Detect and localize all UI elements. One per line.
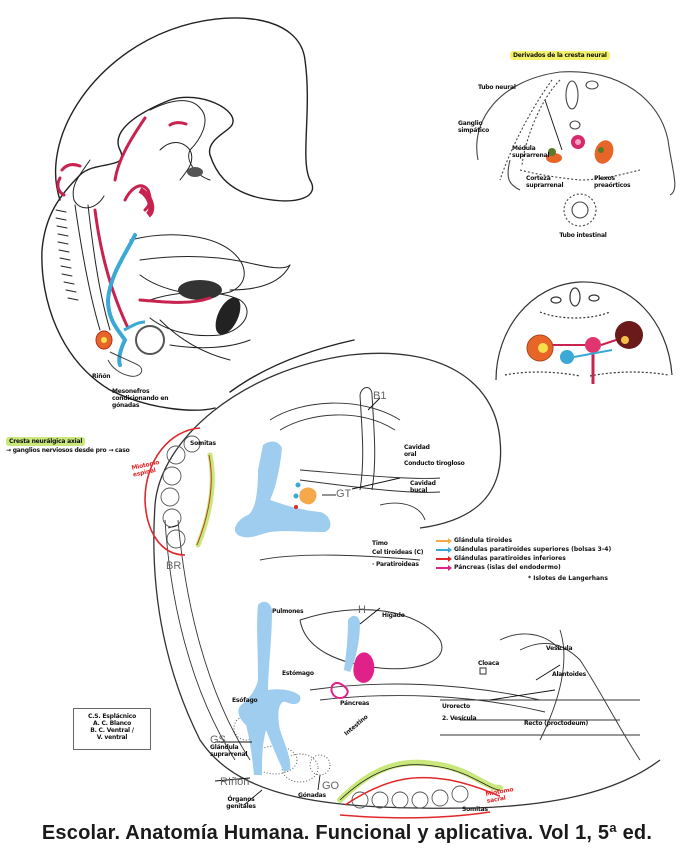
- duct-blue: [344, 615, 360, 672]
- note-cresta-axial: Cresta neurálgica axial: [6, 437, 86, 446]
- cross-section-top: [476, 71, 676, 227]
- key-line: B. C. Ventral /: [90, 727, 134, 734]
- label-esofago: Esófago: [232, 697, 258, 704]
- kidney-dark: [615, 321, 643, 349]
- label-mesonefros: Mesonefros condicionando en gónadas: [112, 388, 169, 409]
- legend-note: * Islotes de Langerhans: [528, 575, 608, 582]
- title-cresta-neural: Derivados de la cresta neural: [510, 51, 610, 60]
- label-pulmones: Pulmones: [272, 608, 304, 615]
- pancreas-pink: [353, 652, 375, 683]
- neural-cord-line: [196, 454, 212, 546]
- pancreas-ventral: [330, 681, 349, 700]
- pharynx-blue: [234, 441, 331, 538]
- leader-lines: [167, 99, 563, 806]
- legend-item-parathyroid-sup: Glándulas paratiroides superiores (bolsa…: [436, 545, 611, 554]
- letter-b1: B1: [373, 390, 387, 402]
- arrow-icon: [436, 555, 452, 562]
- myotome-outline-left: [144, 427, 201, 556]
- label-glandula-suprarrenal: Glándula suprarrenal: [210, 744, 248, 758]
- label-urorecto: Urorecto: [442, 703, 470, 710]
- label-plexos-preaorticos: Plexos preaórticos: [594, 175, 631, 189]
- label-corteza-suprarrenal: Corteza suprarrenal: [526, 175, 564, 189]
- dark-organ: [178, 280, 222, 300]
- cardinal-vein: [105, 233, 137, 367]
- label-pancreas: Páncreas: [340, 700, 370, 707]
- note-cresta-axial-sub: → ganglios nerviosos desde pro → caso: [6, 447, 130, 454]
- legend-item-pancreas: Páncreas (islas del endodermo): [436, 563, 611, 572]
- adrenal-cortex: [546, 153, 562, 163]
- arrow-icon: [436, 546, 452, 553]
- label-cloaca: Cloaca: [478, 660, 500, 667]
- embryo-outline-bottom: [153, 352, 661, 809]
- somites-bottom: [351, 785, 469, 809]
- neural-crest-green-bottom: [337, 759, 503, 803]
- key-line: C.S. Esplácnico: [87, 713, 136, 720]
- label-gonadas: Gónadas: [298, 792, 326, 799]
- label-organos-genitales: Órganos genitales: [226, 796, 256, 810]
- embryo-outline-top: [41, 17, 314, 411]
- label-tubo-intestinal: Tubo intestinal: [559, 232, 607, 239]
- label-recto: Recto (proctodeum): [524, 720, 589, 727]
- label-somitas: Somitas: [190, 440, 216, 447]
- label-timo: Timo: [372, 540, 388, 547]
- parathyroid-superior: [295, 482, 301, 488]
- key-box: C.S. Esplácnico A. C. Blanco B. C. Ventr…: [73, 708, 151, 750]
- dark-organ: [215, 297, 241, 335]
- letter-gt: GT: [336, 488, 352, 500]
- gonad-coil: [135, 325, 165, 355]
- arteries-top: [56, 116, 212, 330]
- label-somitas-bottom: Somitas: [462, 806, 488, 813]
- vein-branch: [123, 320, 146, 332]
- kidney-right: [594, 140, 614, 164]
- label-cavidad-oral: Cavidad oral: [404, 444, 430, 458]
- letter-ri: RIñón: [220, 776, 250, 788]
- label-cavidad-bucal: Cavidad bucal: [410, 480, 436, 494]
- somites-left: [160, 435, 201, 549]
- adrenal-medulla: [548, 148, 556, 156]
- aorta-mid: [585, 337, 601, 353]
- vein-mid: [560, 350, 574, 364]
- label-2-vesicula: 2. Vesícula: [442, 715, 477, 722]
- legend-item-parathyroid-inf: Glándulas paratiroides inferiores: [436, 554, 611, 563]
- legend-item-thyroid: Glándula tiroides: [436, 536, 611, 545]
- label-paratiroideas: · Paratiroideas: [372, 561, 419, 568]
- arrow-icon: [436, 564, 452, 571]
- letter-br: BR: [166, 560, 182, 572]
- myotome-outline-bottom: [339, 776, 501, 819]
- label-rinon: Riñón: [92, 373, 111, 380]
- label-alantoides: Alantoides: [552, 671, 587, 678]
- label-vesicula: Vesícula: [546, 645, 573, 652]
- key-line: V. ventral: [96, 734, 128, 741]
- kidney-core: [101, 337, 107, 343]
- letter-h: H: [358, 604, 366, 616]
- dark-organ: [187, 167, 203, 177]
- letter-gs: GS: [210, 734, 226, 746]
- label-conducto-tirogloso: Conducto tirogloso: [404, 460, 465, 467]
- label-tubo-neural: Tubo neural: [478, 84, 516, 91]
- cloaca-box: [479, 667, 487, 675]
- label-ganglio-simpatico: Ganglio simpático: [458, 120, 490, 134]
- label-cel-tiroideas: Cel tiroideas (C): [372, 549, 424, 556]
- parathyroid-superior: [293, 493, 299, 499]
- letter-go: GO: [322, 780, 340, 792]
- parathyroid-inferior: [294, 505, 298, 509]
- legend: Glándula tiroides Glándulas paratiroides…: [436, 536, 611, 583]
- caption: Escolar. Anatomía Humana. Funcional y ap…: [41, 822, 653, 844]
- label-medula-suprarrenal: Médula suprarrenal: [512, 145, 550, 159]
- arrow-icon: [436, 537, 452, 544]
- label-higado: Hígado: [382, 612, 405, 619]
- neural-cord-green: [195, 452, 215, 548]
- thyroid-orange: [299, 487, 317, 505]
- cross-section-mid: [495, 281, 673, 381]
- esophagus-blue: [238, 601, 301, 775]
- aortic-arch: [138, 187, 155, 218]
- label-estomago: Estómago: [282, 670, 314, 677]
- key-line: A. C. Blanco: [92, 720, 132, 727]
